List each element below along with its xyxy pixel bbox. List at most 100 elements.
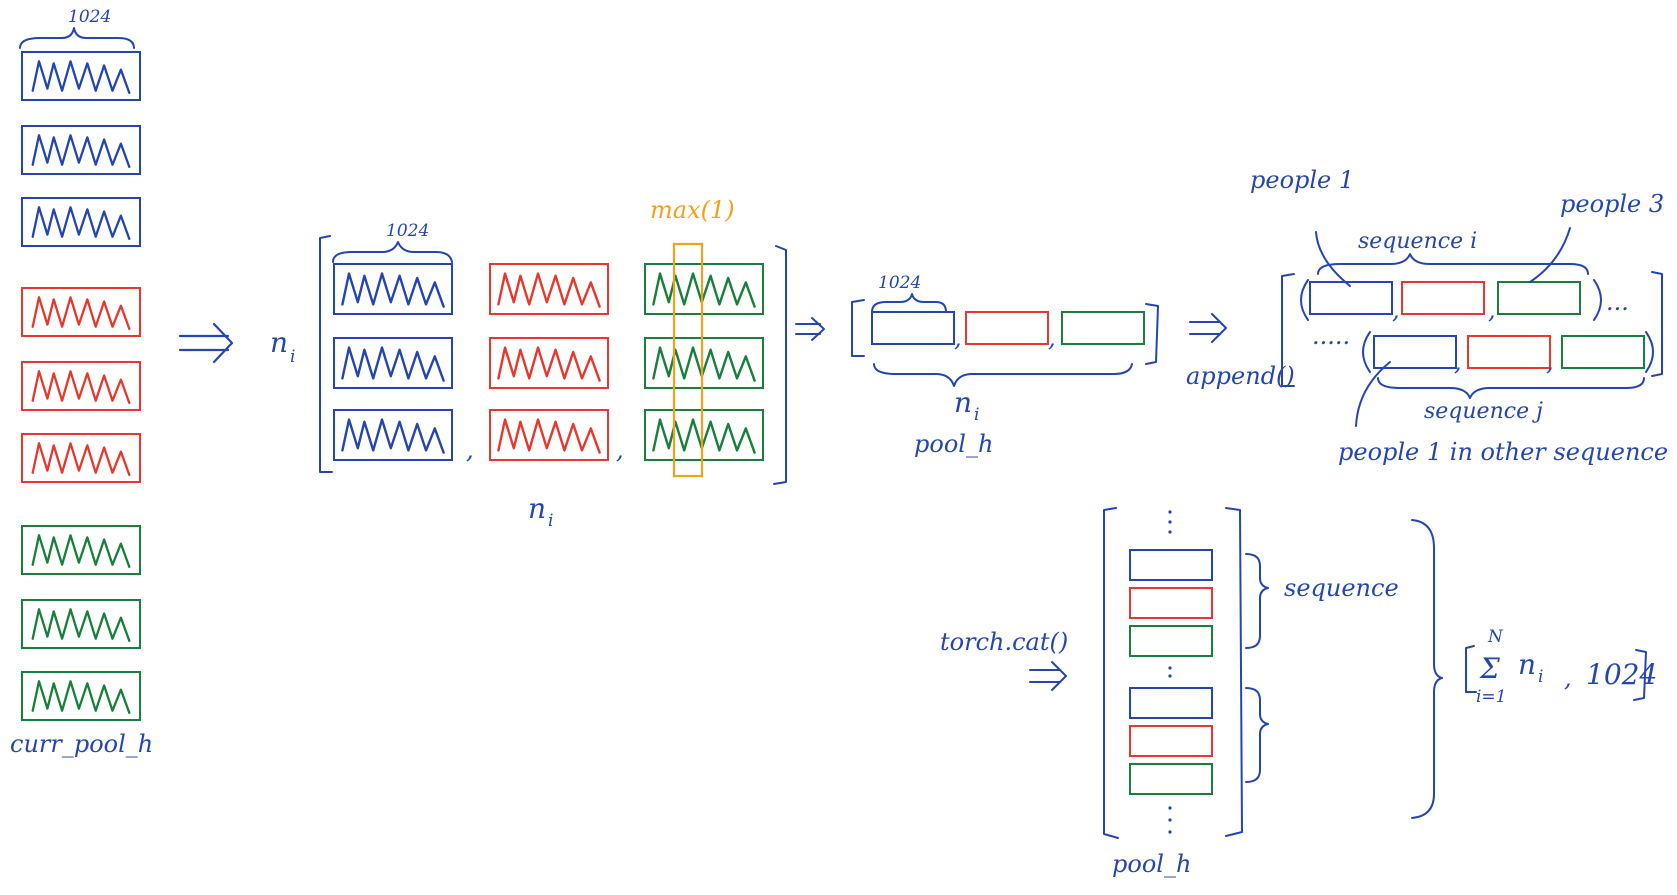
- brace-total: [1411, 519, 1443, 819]
- label-sum-term-sub: i: [1538, 667, 1543, 687]
- label-people3: people 3: [1560, 190, 1664, 218]
- label-sum-sigma: Σ: [1479, 652, 1500, 685]
- arrow-to-pooled: [795, 317, 825, 341]
- label-1024-result: 1024: [1586, 658, 1657, 691]
- curr-pool-h-stack: [21, 51, 141, 721]
- label-n-i-left: n: [270, 326, 288, 359]
- ellipsis-seq-i: ...: [1606, 288, 1629, 316]
- comma-seq-i-1: ,: [1392, 296, 1400, 324]
- matrix-cell: [333, 409, 453, 461]
- result-bracket-left: [1465, 645, 1477, 693]
- left-stack-box: [21, 361, 141, 411]
- comma-matrix-2: ,: [616, 436, 624, 464]
- concat-bracket-left: [1103, 507, 1119, 839]
- concat-box: [1129, 763, 1213, 795]
- concat-box: [1129, 687, 1213, 719]
- label-curr-pool-h: curr_pool_h: [10, 730, 153, 758]
- concat-box: [1129, 587, 1213, 619]
- pooled-row: [871, 311, 1145, 345]
- concat-bracket-right: [1225, 507, 1243, 837]
- label-sum-sup: N: [1487, 627, 1504, 647]
- pointer-people3: [1529, 227, 1571, 283]
- brace-n-i-pooled: [873, 363, 1133, 387]
- label-max-op: max(1): [650, 196, 735, 224]
- label-n-i-left-sub: i: [290, 347, 295, 367]
- comma-pooled-1: ,: [954, 324, 962, 352]
- sequence-i-row: [1309, 281, 1581, 315]
- sequence-j-row: [1373, 335, 1645, 369]
- sequence-j-box: [1467, 335, 1551, 369]
- paren-seq-j-right: [1645, 331, 1654, 373]
- label-n-i-bottom: n: [528, 492, 546, 525]
- matrix-cell: [489, 409, 609, 461]
- ellipsis-seq-j: .....: [1312, 322, 1350, 350]
- concat-box: [1129, 549, 1213, 581]
- pointer-people1: [1315, 231, 1351, 287]
- append-bracket-right: [1651, 271, 1663, 377]
- matrix-cell: [489, 263, 609, 315]
- label-people1-other: people 1 in other sequence: [1338, 438, 1668, 466]
- comma-pooled-2: ,: [1048, 324, 1056, 352]
- matrix-cell: [333, 263, 453, 315]
- left-stack-box: [21, 197, 141, 247]
- label-n-i-pooled: n: [954, 386, 972, 419]
- sequence-i-box: [1401, 281, 1485, 315]
- matrix-cell: [644, 409, 764, 461]
- sequence-i-box: [1497, 281, 1581, 315]
- comma-seq-j-2: ,: [1546, 348, 1554, 376]
- brace-sequence-1: [1245, 553, 1269, 649]
- comma-seq-j-1: ,: [1454, 348, 1462, 376]
- matrix-grid: [333, 263, 764, 461]
- matrix-cell: [333, 337, 453, 389]
- label-n-i-bottom-sub: i: [548, 511, 553, 531]
- comma-result: ,: [1564, 664, 1572, 692]
- concat-box: [1129, 725, 1213, 757]
- brace-1024-matrix: [332, 241, 453, 263]
- label-sum-term: n: [1518, 648, 1536, 681]
- left-stack-box: [21, 525, 141, 575]
- pooled-bracket-left: [851, 299, 865, 357]
- paren-seq-j-left: [1362, 331, 1371, 373]
- paren-seq-i-left: [1300, 279, 1309, 321]
- pooled-box: [965, 311, 1049, 345]
- arrow-to-matrix: [178, 322, 234, 364]
- label-sequence: sequence: [1284, 574, 1399, 602]
- concat-stack: [1129, 549, 1213, 795]
- left-stack-box: [21, 125, 141, 175]
- sequence-j-box: [1373, 335, 1457, 369]
- arrow-to-concat: [1029, 661, 1067, 691]
- brace-sequence-2: [1245, 687, 1269, 783]
- comma-matrix-1: ,: [466, 436, 474, 464]
- label-sum-sub: i=1: [1476, 687, 1507, 707]
- label-torch-cat: torch.cat(): [940, 628, 1068, 656]
- label-pool-h-mid: pool_h: [914, 430, 993, 458]
- brace-seq-j: [1377, 377, 1645, 399]
- concat-box: [1129, 625, 1213, 657]
- left-stack-box: [21, 599, 141, 649]
- label-append-op: append(): [1186, 362, 1295, 390]
- vdots-bottom: [1168, 806, 1172, 834]
- label-1024-pooled: 1024: [878, 273, 921, 293]
- sequence-j-box: [1561, 335, 1645, 369]
- label-pool-h-bottom: pool_h: [1112, 850, 1191, 878]
- label-people1: people 1: [1250, 166, 1354, 194]
- vdots-top: [1168, 510, 1172, 534]
- pointer-people1-other: [1355, 361, 1391, 427]
- result-bracket-right: [1633, 649, 1647, 701]
- brace-1024-left: [19, 27, 135, 49]
- brace-seq-i: [1317, 253, 1589, 275]
- left-stack-box: [21, 671, 141, 721]
- matrix-cell: [489, 337, 609, 389]
- pooled-box: [1061, 311, 1145, 345]
- comma-seq-i-2: ,: [1488, 296, 1496, 324]
- append-bracket-left: [1281, 273, 1295, 387]
- matrix-cell: [644, 337, 764, 389]
- left-stack-box: [21, 51, 141, 101]
- max-highlight-column: [672, 242, 704, 478]
- paren-seq-i-right: [1593, 279, 1602, 321]
- brace-1024-pooled: [871, 293, 947, 313]
- matrix-cell: [644, 263, 764, 315]
- pooled-box: [871, 311, 955, 345]
- matrix-bracket-left: [319, 235, 333, 473]
